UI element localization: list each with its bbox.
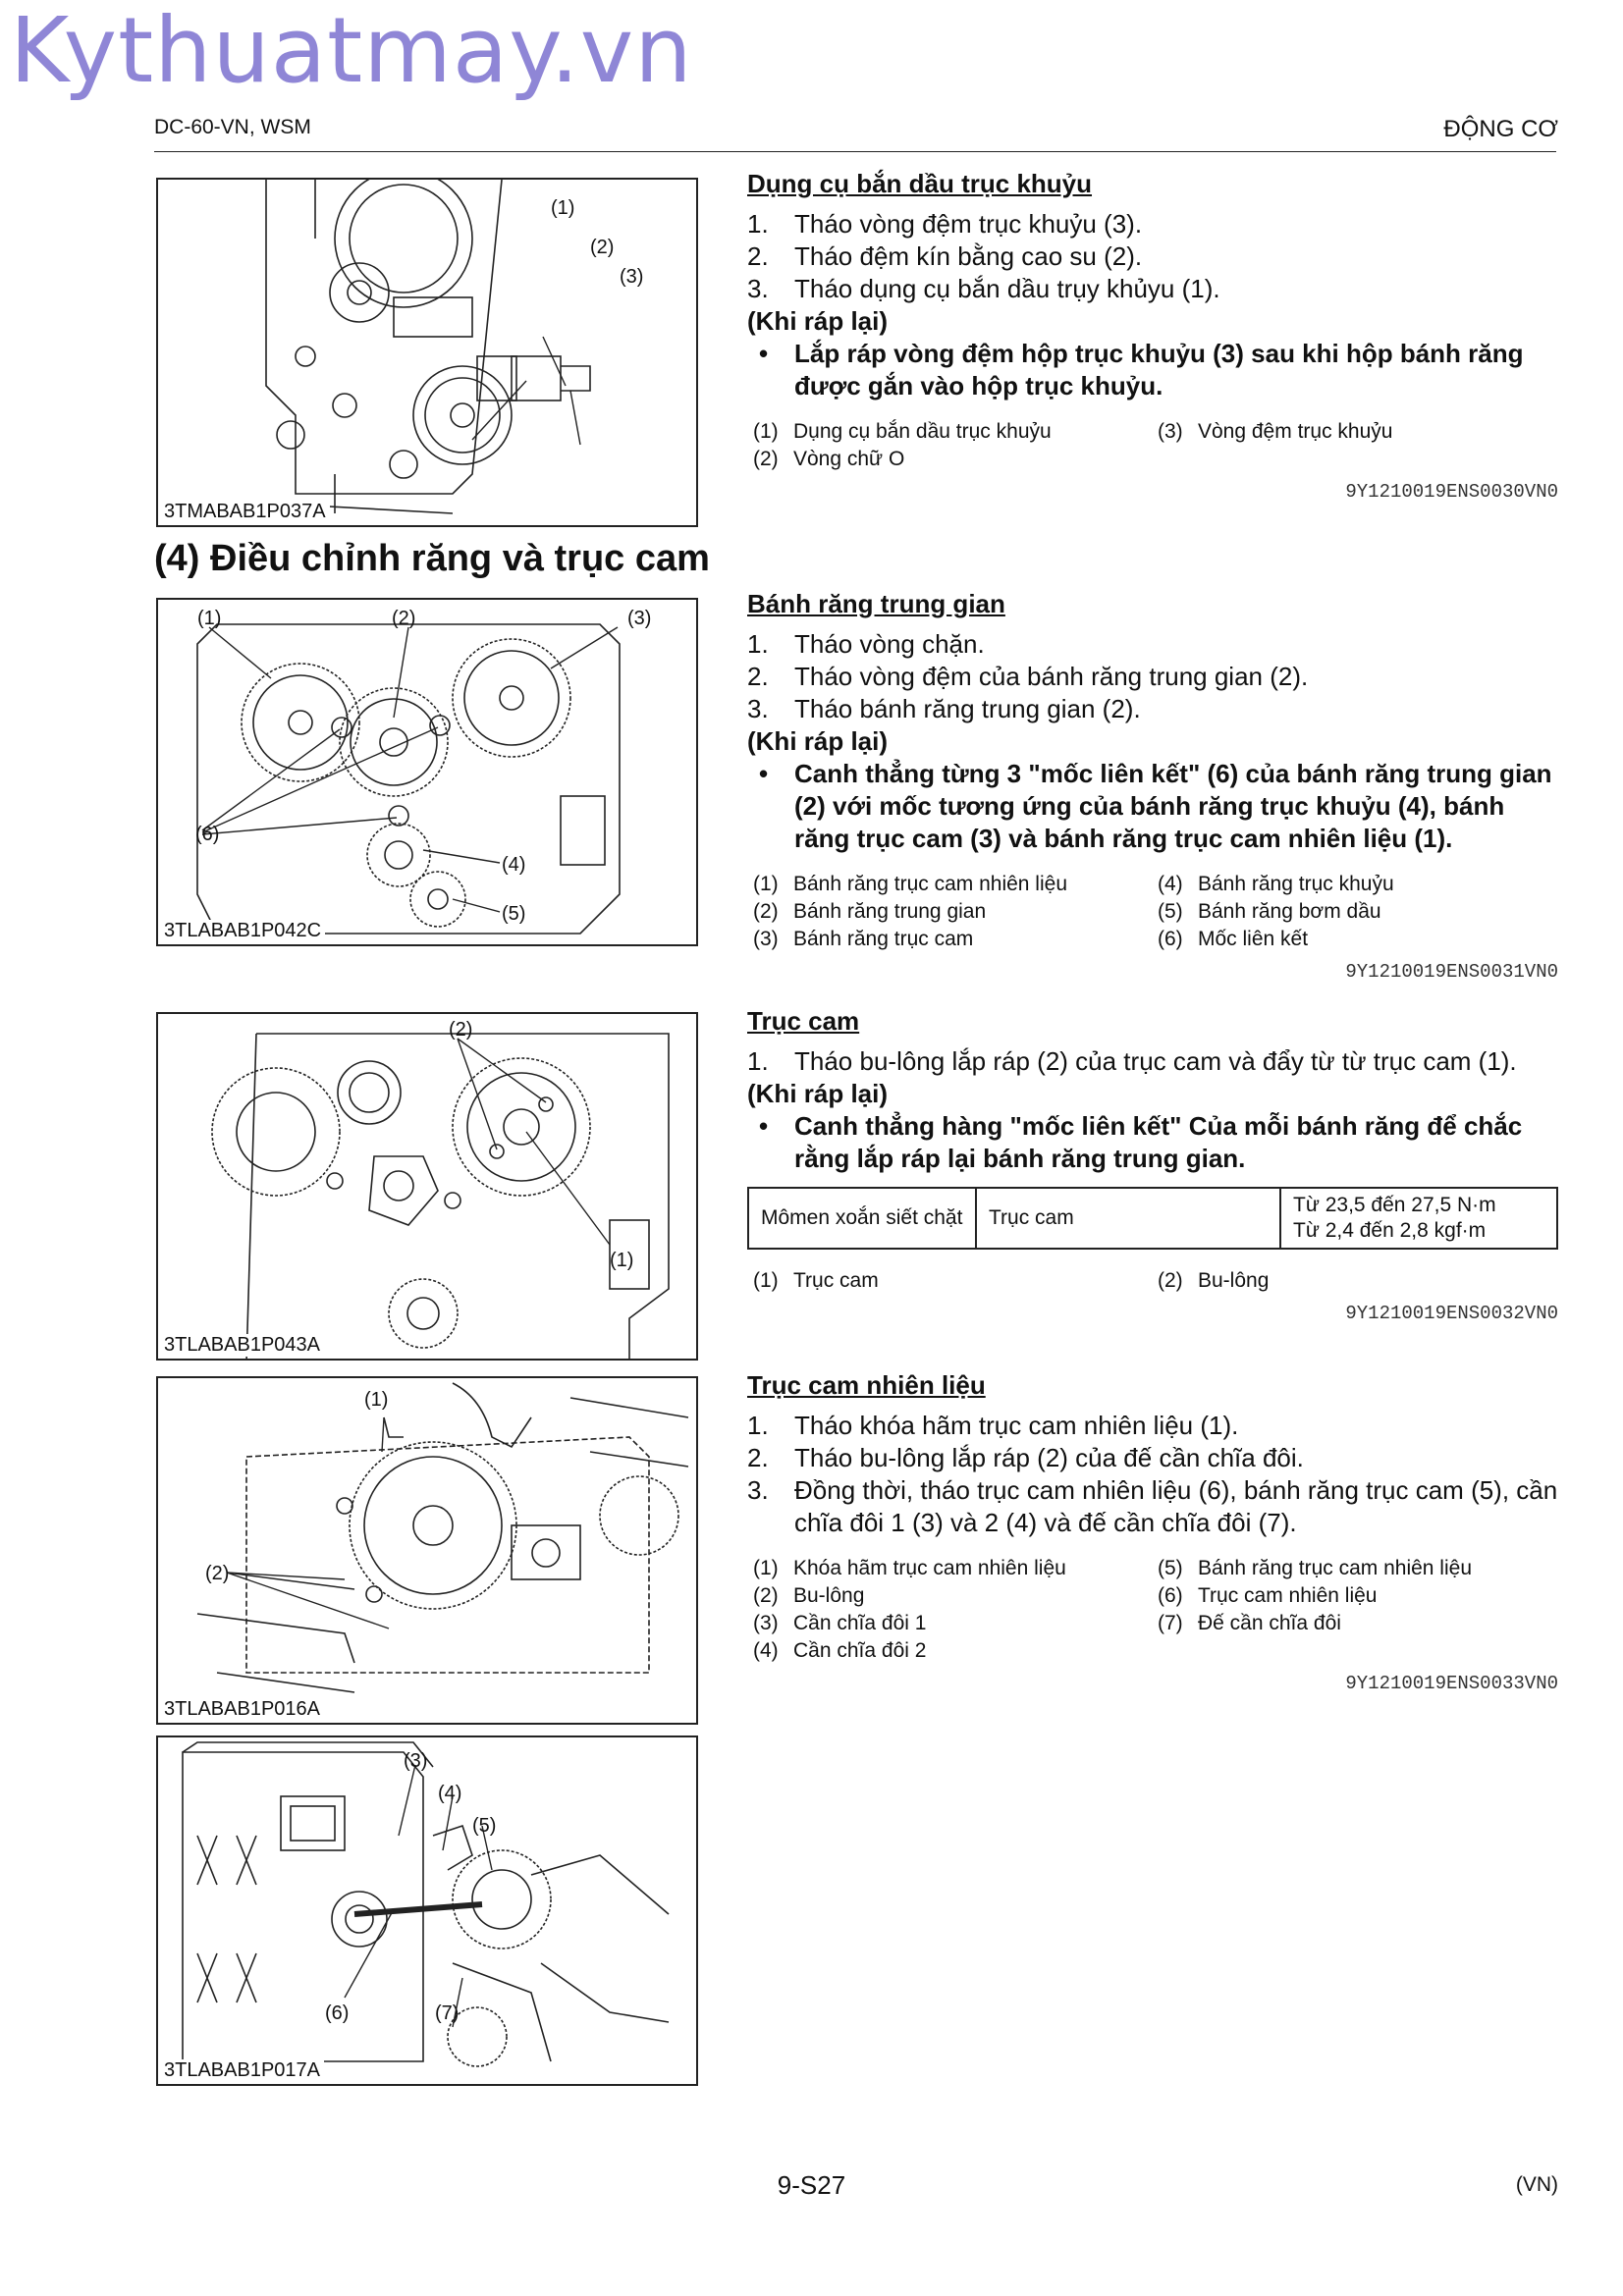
- legend-item: (3)Bánh răng trục cam: [753, 928, 974, 950]
- block-heading: Bánh răng trung gian: [747, 589, 1005, 618]
- legend-item: (2)Bu-lông: [753, 1584, 865, 1607]
- fig2-label-4: (4): [502, 854, 525, 876]
- fig4-label-2: (2): [205, 1563, 229, 1584]
- figure-2-drawing: (1) (2) (3) (4) (5) (6): [195, 608, 651, 934]
- legend-item: (3)Cần chĩa đôi 1: [753, 1612, 927, 1634]
- note-bullet: •Canh thẳng hàng "mốc liên kết" Của mỗi …: [759, 1111, 1523, 1173]
- step-item: 1.Tháo bu-lông lắp ráp (2) của trục cam …: [747, 1046, 1517, 1076]
- legend-item: (1)Dụng cụ bắn dầu trục khuỷu: [753, 420, 1052, 443]
- section-title: (4) Điều chỉnh răng và trục cam: [154, 538, 710, 579]
- figure-code: 3TLABAB1P043A: [164, 1334, 324, 1357]
- figure-code: 3TMABAB1P037A: [164, 501, 330, 523]
- step-item: 2.Tháo bu-lông lắp ráp (2) của đế cần ch…: [747, 1443, 1304, 1472]
- block-fuel-camshaft: Trục cam nhiên liệu 1.Tháo khóa hãm trục…: [747, 1370, 1558, 1694]
- header-chapter: ĐỘNG CƠ: [1443, 116, 1558, 142]
- legend-item: (6)Mốc liên kết: [1158, 928, 1309, 950]
- reference-code: 9Y1210019ENS0030VN0: [1345, 481, 1558, 503]
- header-doc-code: DC-60-VN, WSM: [154, 116, 311, 138]
- block-heading: Dụng cụ bắn dầu trục khuỷu: [747, 169, 1093, 198]
- fig1-label-1: (1): [551, 197, 574, 219]
- block-camshaft: Trục cam 1.Tháo bu-lông lắp ráp (2) của …: [747, 1006, 1558, 1324]
- figure-fuel-camshaft-stopper: (1) (2) 3TLABAB1P016A: [156, 1376, 698, 1725]
- fig2-label-2: (2): [392, 608, 415, 629]
- fig5-label-4: (4): [438, 1783, 461, 1804]
- torque-value: Từ 23,5 đến 27,5 N·m Từ 2,4 đến 2,8 kgf·…: [1279, 1187, 1558, 1250]
- fig1-label-2: (2): [590, 237, 614, 258]
- torque-label: Mômen xoắn siết chặt: [747, 1187, 977, 1250]
- legend-item: (1)Bánh răng trục cam nhiên liệu: [753, 873, 1067, 895]
- fig3-label-2: (2): [449, 1019, 472, 1041]
- step-item: 3.Tháo dụng cụ bắn dầu trụy khủyu (1).: [747, 274, 1220, 303]
- fig1-label-3: (3): [620, 266, 643, 288]
- fig4-label-1: (1): [364, 1389, 388, 1411]
- reassembly-label: (Khi ráp lại): [747, 1079, 889, 1108]
- fig5-label-6: (6): [325, 2002, 349, 2024]
- figure-camshaft: (2) (1) 3TLABAB1P043A: [156, 1012, 698, 1361]
- reference-code: 9Y1210019ENS0032VN0: [1345, 1303, 1558, 1324]
- torque-table: Mômen xoắn siết chặt Trục cam Từ 23,5 đế…: [747, 1187, 1558, 1250]
- page-number: 9-S27: [777, 2170, 846, 2200]
- block-heading: Trục cam: [747, 1006, 860, 1036]
- legend: (1)Trục cam (2)Bu-lông: [747, 1267, 1558, 1295]
- legend-item: (2)Bánh răng trung gian: [753, 900, 987, 923]
- legend-item: (3)Vòng đệm trục khuỷu: [1158, 420, 1393, 443]
- step-item: 2.Tháo vòng đệm của bánh răng trung gian…: [747, 662, 1309, 691]
- figure-crankshaft-oil-slinger: (1) (2) (3) 3TMABAB1P037A: [156, 178, 698, 527]
- watermark-logo: Kythuatmay.vn: [10, 0, 693, 103]
- block-idle-gear: Bánh răng trung gian 1.Tháo vòng chặn. 2…: [747, 589, 1558, 983]
- step-item: 2.Tháo đệm kín bằng cao su (2).: [747, 241, 1143, 271]
- block-heading: Trục cam nhiên liệu: [747, 1370, 986, 1400]
- figure-code: 3TLABAB1P017A: [164, 2059, 324, 2082]
- legend: (1)Dụng cụ bắn dầu trục khuỷu (2)Vòng ch…: [747, 418, 1558, 473]
- fig2-label-5: (5): [502, 903, 525, 925]
- fig2-label-1: (1): [197, 608, 221, 629]
- reassembly-label: (Khi ráp lại): [747, 726, 889, 756]
- legend-item: (5)Bánh răng bơm dầu: [1158, 900, 1381, 923]
- legend-item: (5)Bánh răng trục cam nhiên liệu: [1158, 1557, 1472, 1579]
- legend: (1)Bánh răng trục cam nhiên liệu (2)Bánh…: [747, 871, 1558, 953]
- fig5-label-7: (7): [435, 2002, 459, 2024]
- figure-fuel-camshaft-removal: (3) (4) (5) (6) (7) 3TLABAB1P017A: [156, 1735, 698, 2086]
- fig5-label-3: (3): [404, 1750, 427, 1772]
- fig3-label-1: (1): [610, 1250, 633, 1271]
- step-item: 1.Tháo khóa hãm trục cam nhiên liệu (1).: [747, 1411, 1239, 1440]
- step-item: 1.Tháo vòng chặn.: [747, 629, 985, 659]
- header-rule: [154, 151, 1556, 152]
- figure-idle-gear-alignment: (1) (2) (3) (4) (5) (6) 3TLABAB1P042C: [156, 598, 698, 946]
- legend-item: (6)Trục cam nhiên liệu: [1158, 1584, 1378, 1607]
- block-oil-slinger: Dụng cụ bắn dầu trục khuỷu 1.Tháo vòng đ…: [747, 169, 1558, 503]
- language-code: (VN): [1515, 2173, 1558, 2196]
- legend-item: (2)Bu-lông: [1158, 1269, 1270, 1292]
- figure-code: 3TLABAB1P016A: [164, 1698, 324, 1721]
- reference-code: 9Y1210019ENS0031VN0: [1345, 961, 1558, 983]
- step-item: 1.Tháo vòng đệm trục khuỷu (3).: [747, 209, 1143, 239]
- fig2-label-3: (3): [627, 608, 651, 629]
- legend-item: (1)Khóa hãm trục cam nhiên liệu: [753, 1557, 1066, 1579]
- legend-item: (2)Vòng chữ O: [753, 448, 905, 470]
- figure-1-drawing: (1) (2) (3): [265, 180, 643, 514]
- step-item: 3.Tháo bánh răng trung gian (2).: [747, 694, 1141, 723]
- legend-item: (4)Bánh răng trục khuỷu: [1158, 873, 1394, 895]
- torque-item: Trục cam: [975, 1187, 1281, 1250]
- legend-item: (4)Cần chĩa đôi 2: [753, 1639, 927, 1662]
- note-bullet: •Canh thẳng từng 3 "mốc liên kết" (6) củ…: [759, 759, 1552, 853]
- fig5-label-5: (5): [472, 1815, 496, 1837]
- figure-4-drawing: (1) (2): [196, 1382, 689, 1693]
- figure-5-drawing: (3) (4) (5) (6) (7): [182, 1741, 670, 2067]
- figure-code: 3TLABAB1P042C: [164, 920, 326, 942]
- step-item: 3.Đồng thời, tháo trục cam nhiên liệu (6…: [747, 1475, 1558, 1537]
- reference-code: 9Y1210019ENS0033VN0: [1345, 1673, 1558, 1694]
- legend-item: (7)Đế cần chĩa đôi: [1158, 1612, 1341, 1634]
- legend-item: (1)Trục cam: [753, 1269, 879, 1292]
- note-bullet: •Lắp ráp vòng đệm hộp trục khuỷu (3) sau…: [759, 339, 1524, 400]
- legend: (1)Khóa hãm trục cam nhiên liệu (2)Bu-lô…: [747, 1555, 1558, 1665]
- reassembly-label: (Khi ráp lại): [747, 306, 889, 336]
- fig2-label-6: (6): [195, 824, 219, 845]
- figure-3-drawing: (2) (1): [211, 1019, 670, 1359]
